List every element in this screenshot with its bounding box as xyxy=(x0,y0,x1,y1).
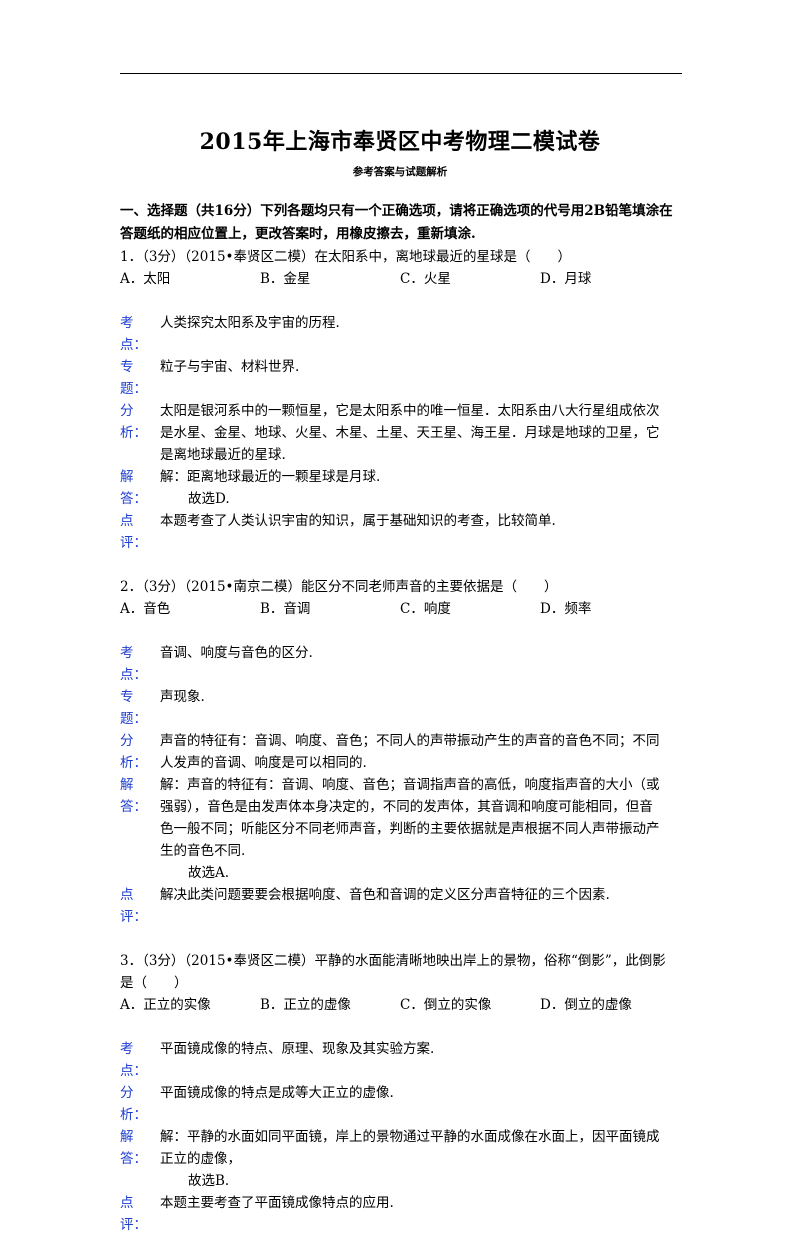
analysis-jieda: 解答： 解：距离地球最近的一颗星球是月球. 故选D. xyxy=(120,466,682,510)
question-stem: 2．（3分）（2015•南京二模）能区分不同老师声音的主要依据是（ ） xyxy=(120,579,558,595)
question-stem-cont: 是（ ） xyxy=(120,975,188,991)
label-jieda: 解答： xyxy=(120,1129,147,1167)
analysis-line: 色一般不同；听能区分不同老师声音，判断的主要依据就是声根据不同人声带振动产 xyxy=(160,821,660,837)
analysis-line: 正立的虚像， xyxy=(160,1151,241,1167)
options-row: A．正立的实像 B．正立的虚像 C．倒立的实像 D．倒立的虚像 xyxy=(120,994,682,1016)
header-rule xyxy=(120,73,682,74)
analysis-line: 平面镜成像的特点是成等大正立的虚像. xyxy=(160,1085,394,1101)
options-row: A．音色 B．音调 C．响度 D．频率 xyxy=(120,598,682,620)
analysis-line: 解：平静的水面如同平面镜，岸上的景物通过平静的水面成像在水面上，因平面镜成 xyxy=(160,1129,660,1145)
option-b: B．音调 xyxy=(260,601,311,617)
analysis-line: 声现象. xyxy=(160,689,205,705)
label-fenxi: 分析： xyxy=(120,403,147,441)
label-jieda: 解答： xyxy=(120,469,147,507)
analysis-dianping: 点评： 本题考查了人类认识宇宙的知识，属于基础知识的考查，比较简单. xyxy=(120,510,682,554)
analysis-line: 音调、响度与音色的区分. xyxy=(160,645,313,661)
analysis-jieda: 解答： 解：声音的特征有：音调、响度、音色；音调指声音的高低，响度指声音的大小（… xyxy=(120,774,682,884)
answer-line: 故选A. xyxy=(188,865,230,881)
analysis-line: 解：距离地球最近的一颗星球是月球. xyxy=(160,469,381,485)
label-fenxi: 分析： xyxy=(120,1085,147,1123)
analysis-dianping: 点评： 本题主要考查了平面镜成像特点的应用. xyxy=(120,1192,682,1236)
option-d: D．倒立的虚像 xyxy=(540,997,632,1013)
analysis-zhuanti: 专题： 粒子与宇宙、材料世界. xyxy=(120,356,682,400)
label-kaodian: 考点： xyxy=(120,645,147,683)
label-fenxi: 分析： xyxy=(120,733,147,771)
label-zhuanti: 专题： xyxy=(120,359,147,397)
analysis-line: 太阳是银河系中的一颗恒星，它是太阳系中的唯一恒星．太阳系由八大行星组成依次 xyxy=(160,403,660,419)
option-b: B．金星 xyxy=(260,271,311,287)
section-heading: 一、选择题（共16分）下列各题均只有一个正确选项，请将正确选项的代号用2B铅笔填… xyxy=(120,203,673,242)
analysis-fenxi: 分析： 声音的特征有：音调、响度、音色；不同人的声带振动产生的声音的音色不同；不… xyxy=(120,730,682,774)
option-b: B．正立的虚像 xyxy=(260,997,351,1013)
question-2: 2．（3分）（2015•南京二模）能区分不同老师声音的主要依据是（ ） A．音色… xyxy=(120,576,682,928)
analysis-line: 平面镜成像的特点、原理、现象及其实验方案. xyxy=(160,1041,435,1057)
analysis-kaodian: 考点： 音调、响度与音色的区分. xyxy=(120,642,682,686)
analysis-line: 解决此类问题要要会根据响度、音色和音调的定义区分声音特征的三个因素. xyxy=(160,887,610,903)
analysis-line: 粒子与宇宙、材料世界. xyxy=(160,359,300,375)
analysis-line: 解：声音的特征有：音调、响度、音色；音调指声音的高低，响度指声音的大小（或 xyxy=(160,777,660,793)
analysis-line: 本题主要考查了平面镜成像特点的应用. xyxy=(160,1195,394,1211)
question-1: 1．（3分）（2015•奉贤区二模）在太阳系中，离地球最近的星球是（ ） A．太… xyxy=(120,246,682,554)
question-stem: 1．（3分）（2015•奉贤区二模）在太阳系中，离地球最近的星球是（ ） xyxy=(120,249,571,265)
analysis-line: 声音的特征有：音调、响度、音色；不同人的声带振动产生的声音的音色不同；不同 xyxy=(160,733,660,749)
option-d: D．频率 xyxy=(540,601,592,617)
option-c: C．火星 xyxy=(400,271,451,287)
question-stem: 3．（3分）（2015•奉贤区二模）平静的水面能清晰地映出岸上的景物，俗称“倒影… xyxy=(120,953,666,969)
analysis-fenxi: 分析： 平面镜成像的特点是成等大正立的虚像. xyxy=(120,1082,682,1126)
analysis-line: 生的音色不同. xyxy=(160,843,246,859)
option-d: D．月球 xyxy=(540,271,592,287)
answer-line: 故选B. xyxy=(188,1173,230,1189)
document-title: 2015年上海市奉贤区中考物理二模试卷 xyxy=(199,129,601,155)
document-body: 一、选择题（共16分）下列各题均只有一个正确选项，请将正确选项的代号用2B铅笔填… xyxy=(120,200,682,1236)
analysis-line: 是离地球最近的星球. xyxy=(160,447,286,463)
option-a: A．正立的实像 xyxy=(120,997,211,1013)
option-a: A．太阳 xyxy=(120,271,171,287)
label-dianping: 点评： xyxy=(120,887,147,925)
label-dianping: 点评： xyxy=(120,513,147,551)
option-a: A．音色 xyxy=(120,601,171,617)
analysis-line: 强弱），音色是由发声体本身决定的，不同的发声体，其音调和响度可能相同，但音 xyxy=(160,799,653,815)
analysis-kaodian: 考点： 人类探究太阳系及宇宙的历程. xyxy=(120,312,682,356)
analysis-dianping: 点评： 解决此类问题要要会根据响度、音色和音调的定义区分声音特征的三个因素. xyxy=(120,884,682,928)
label-zhuanti: 专题： xyxy=(120,689,147,727)
analysis-line: 是水星、金星、地球、火星、木星、土星、天王星、海王星．月球是地球的卫星，它 xyxy=(160,425,660,441)
analysis-line: 本题考查了人类认识宇宙的知识，属于基础知识的考查，比较简单. xyxy=(160,513,556,529)
answer-line: 故选D. xyxy=(188,491,230,507)
analysis-zhuanti: 专题： 声现象. xyxy=(120,686,682,730)
label-jieda: 解答： xyxy=(120,777,147,815)
analysis-line: 人发声的音调、响度是可以相同的. xyxy=(160,755,367,771)
analysis-fenxi: 分析： 太阳是银河系中的一颗恒星，它是太阳系中的唯一恒星．太阳系由八大行星组成依… xyxy=(120,400,682,466)
option-c: C．倒立的实像 xyxy=(400,997,492,1013)
analysis-jieda: 解答： 解：平静的水面如同平面镜，岸上的景物通过平静的水面成像在水面上，因平面镜… xyxy=(120,1126,682,1192)
label-dianping: 点评： xyxy=(120,1195,147,1233)
analysis-line: 人类探究太阳系及宇宙的历程. xyxy=(160,315,340,331)
label-kaodian: 考点： xyxy=(120,315,147,353)
analysis-kaodian: 考点： 平面镜成像的特点、原理、现象及其实验方案. xyxy=(120,1038,682,1082)
question-3: 3．（3分）（2015•奉贤区二模）平静的水面能清晰地映出岸上的景物，俗称“倒影… xyxy=(120,950,682,1236)
option-c: C．响度 xyxy=(400,601,451,617)
options-row: A．太阳 B．金星 C．火星 D．月球 xyxy=(120,268,682,290)
label-kaodian: 考点： xyxy=(120,1041,147,1079)
document-subtitle: 参考答案与试题解析 xyxy=(352,166,448,178)
